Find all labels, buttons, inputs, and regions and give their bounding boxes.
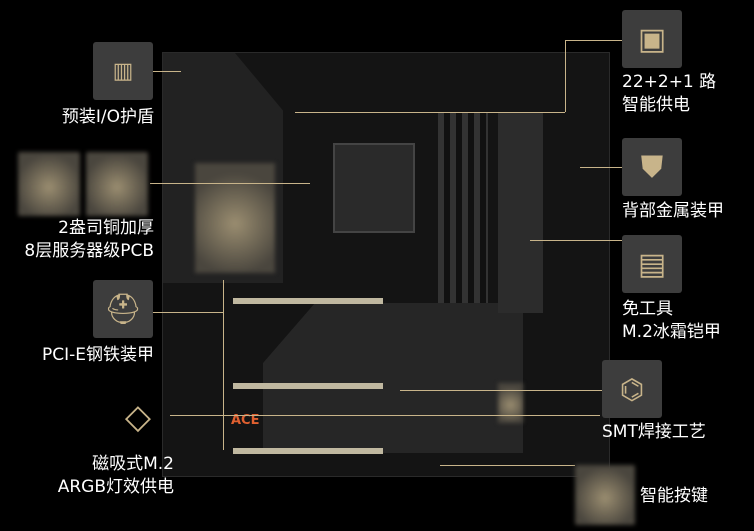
motherboard-image: ACE <box>162 52 610 477</box>
pcb-layer-icon <box>18 152 80 216</box>
chipset-armor <box>263 303 523 453</box>
m2-magnetic-icon: ◇ <box>124 397 152 437</box>
pcie-slot <box>233 298 383 304</box>
dimm-slots <box>438 113 488 313</box>
button-icon <box>575 465 635 525</box>
blurred-logo <box>195 163 275 273</box>
feature-label: SMT焊接工艺 <box>602 422 706 442</box>
blurred-mark <box>498 383 523 423</box>
feature-label: 8层服务器级PCB <box>24 241 154 261</box>
feature-label: 磁吸式M.2 <box>92 454 174 474</box>
feature-label: 背部金属装甲 <box>622 201 724 221</box>
circuit-icon: ⌬ <box>602 360 662 418</box>
io-shield-icon: ▥ <box>93 42 153 100</box>
feature-label: 智能按键 <box>640 486 708 506</box>
vrm-heatsink-right <box>498 113 543 313</box>
cpu-socket <box>333 143 415 233</box>
ace-logo: ACE <box>231 413 260 428</box>
pcie-slot <box>233 383 383 389</box>
chip-icon: ▣ <box>622 10 682 68</box>
feature-label: PCI-E钢铁装甲 <box>41 345 154 365</box>
pcb-layer-icon <box>86 152 148 216</box>
feature-label: 22+2+1 路 <box>622 72 717 92</box>
feature-label: 预装I/O护盾 <box>61 107 154 127</box>
feature-label: 2盎司铜加厚 <box>58 218 154 238</box>
feature-label: 智能供电 <box>622 95 690 115</box>
helmet-armor-icon: ⛑ <box>93 280 153 338</box>
pcie-slot <box>233 448 383 454</box>
m2-heatsink-icon: ▤ <box>622 235 682 293</box>
feature-label: ARGB灯效供电 <box>57 477 174 497</box>
feature-label: 免工具 <box>622 299 673 319</box>
feature-label: M.2冰霜铠甲 <box>622 322 721 342</box>
back-armor-icon: ⛊ <box>622 138 682 196</box>
